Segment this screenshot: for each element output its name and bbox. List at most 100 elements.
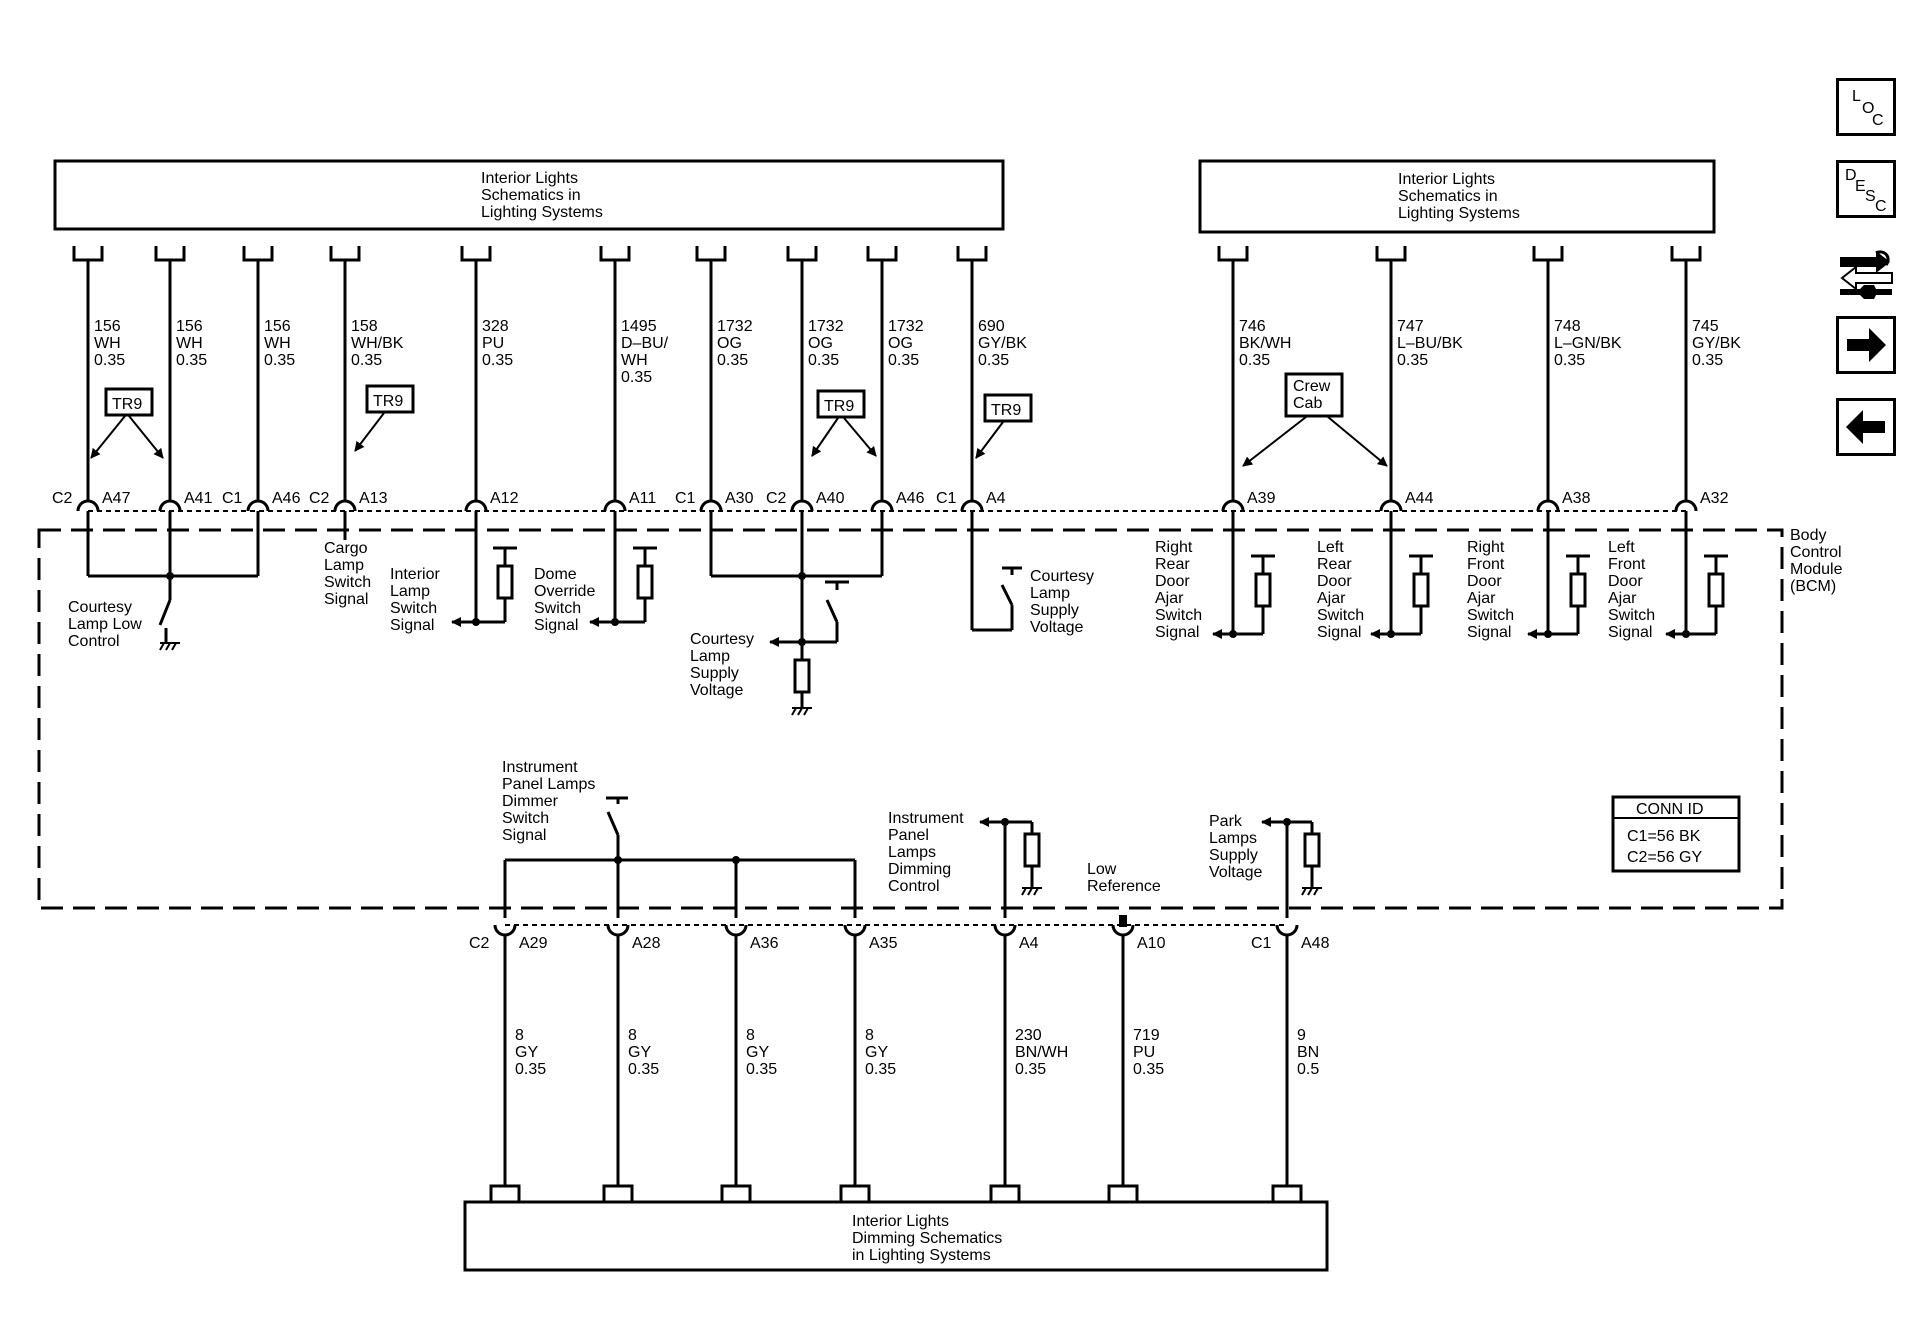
- wire-color: GY: [746, 1044, 769, 1061]
- pin-label: A35: [869, 935, 898, 952]
- wire-circuit: 1732: [808, 318, 844, 335]
- pin-label: A46: [272, 490, 301, 507]
- bottom-harness-box: Interior Lights Dimming Schematics in Li…: [463, 1200, 1329, 1272]
- wire-circuit: 8: [515, 1027, 524, 1044]
- svg-text:Module: Module: [1790, 561, 1843, 578]
- pin-label: A11: [629, 490, 656, 507]
- svg-text:Door: Door: [1155, 573, 1190, 590]
- svg-text:Front: Front: [1608, 556, 1646, 573]
- next-page-button[interactable]: [1836, 316, 1896, 374]
- svg-text:Switch: Switch: [534, 600, 581, 617]
- svg-text:Ajar: Ajar: [1608, 590, 1637, 607]
- svg-text:Control: Control: [68, 633, 120, 650]
- dome-override-circuit: Dome Override Switch Signal: [534, 518, 657, 634]
- wire-gauge: 0.35: [808, 352, 839, 369]
- top-right-harness-box: Interior Lights Schematics in Lighting S…: [1198, 159, 1716, 234]
- wire-circuit: 719: [1133, 1027, 1160, 1044]
- pin-label: A4: [986, 490, 1006, 507]
- svg-text:Body: Body: [1790, 527, 1826, 544]
- tr9-callout-1: TR9: [90, 387, 164, 459]
- wire-color: WH: [94, 335, 121, 352]
- repair-tool-button[interactable]: [1836, 243, 1896, 301]
- wire-color2: WH: [621, 352, 648, 369]
- svg-text:Override: Override: [534, 583, 595, 600]
- svg-text:Panel Lamps: Panel Lamps: [502, 776, 595, 793]
- wire-gauge: 0.35: [865, 1061, 896, 1078]
- connector-label: C2: [766, 490, 787, 507]
- wire-gauge: 0.35: [94, 352, 125, 369]
- courtesy-supply-circuit-1: Courtesy Lamp Supply Voltage: [690, 518, 884, 716]
- wire-color: WH: [264, 335, 291, 352]
- svg-text:Signal: Signal: [1317, 624, 1361, 641]
- pin-label: A36: [750, 935, 779, 952]
- svg-text:Supply: Supply: [690, 665, 739, 682]
- wire-gauge: 0.35: [351, 352, 382, 369]
- svg-text:Panel: Panel: [888, 827, 929, 844]
- wire-circuit: 1495: [621, 318, 657, 335]
- courtesy-lamp-low-circuit: Courtesy Lamp Low Control: [68, 518, 260, 651]
- svg-text:Courtesy: Courtesy: [68, 599, 132, 616]
- svg-text:Switch: Switch: [1608, 607, 1655, 624]
- wire-circuit: 156: [264, 318, 291, 335]
- wire-color: GY: [628, 1044, 651, 1061]
- svg-text:Low: Low: [1087, 861, 1117, 878]
- tr9-callout-2: TR9: [354, 384, 415, 452]
- pin-label: A13: [359, 490, 388, 507]
- wrench-arrows-icon: [1840, 250, 1893, 299]
- location-button[interactable]: L O C: [1836, 78, 1896, 136]
- connector-label: C2: [469, 935, 490, 952]
- svg-text:Interior: Interior: [390, 566, 440, 583]
- svg-text:Cab: Cab: [1293, 395, 1322, 412]
- svg-text:Instrument: Instrument: [888, 810, 964, 827]
- previous-page-button[interactable]: [1836, 398, 1896, 456]
- pin-label: A46: [896, 490, 925, 507]
- connector-label: C2: [309, 490, 330, 507]
- svg-text:Cargo: Cargo: [324, 540, 368, 557]
- arrow-right-icon: [1847, 328, 1886, 362]
- svg-text:Lamp: Lamp: [390, 583, 430, 600]
- wire-circuit: 1732: [888, 318, 924, 335]
- svg-text:Schematics in: Schematics in: [481, 187, 581, 204]
- svg-text:Interior Lights: Interior Lights: [852, 1213, 949, 1230]
- svg-text:Reference: Reference: [1087, 878, 1161, 895]
- svg-text:E: E: [1855, 178, 1866, 195]
- svg-text:Switch: Switch: [1467, 607, 1514, 624]
- description-button[interactable]: D E S C: [1836, 160, 1896, 218]
- svg-text:Voltage: Voltage: [690, 682, 743, 699]
- wire-gauge: 0.35: [1554, 352, 1585, 369]
- wire-circuit: 747: [1397, 318, 1424, 335]
- svg-text:Supply: Supply: [1209, 847, 1258, 864]
- svg-text:Park: Park: [1209, 813, 1243, 830]
- wire-gauge: 0.35: [515, 1061, 546, 1078]
- svg-text:Signal: Signal: [502, 827, 546, 844]
- wire-circuit: 8: [628, 1027, 637, 1044]
- wire-circuit: 745: [1692, 318, 1719, 335]
- wire-circuit: 230: [1015, 1027, 1042, 1044]
- svg-text:Rear: Rear: [1317, 556, 1352, 573]
- svg-text:C: C: [1872, 112, 1884, 129]
- interior-lamp-circuit: Interior Lamp Switch Signal: [390, 518, 517, 634]
- cargo-lamp-signal: Cargo Lamp Switch Signal: [324, 518, 371, 608]
- svg-text:Supply: Supply: [1030, 602, 1079, 619]
- wire-gauge: 0.35: [1133, 1061, 1164, 1078]
- svg-text:Dome: Dome: [534, 566, 577, 583]
- pin-label: A44: [1405, 490, 1434, 507]
- wire-color: D–BU/: [621, 335, 669, 352]
- svg-text:Dimming Schematics: Dimming Schematics: [852, 1230, 1002, 1247]
- wire-gauge: 0.35: [1015, 1061, 1046, 1078]
- svg-text:Interior Lights: Interior Lights: [481, 170, 578, 187]
